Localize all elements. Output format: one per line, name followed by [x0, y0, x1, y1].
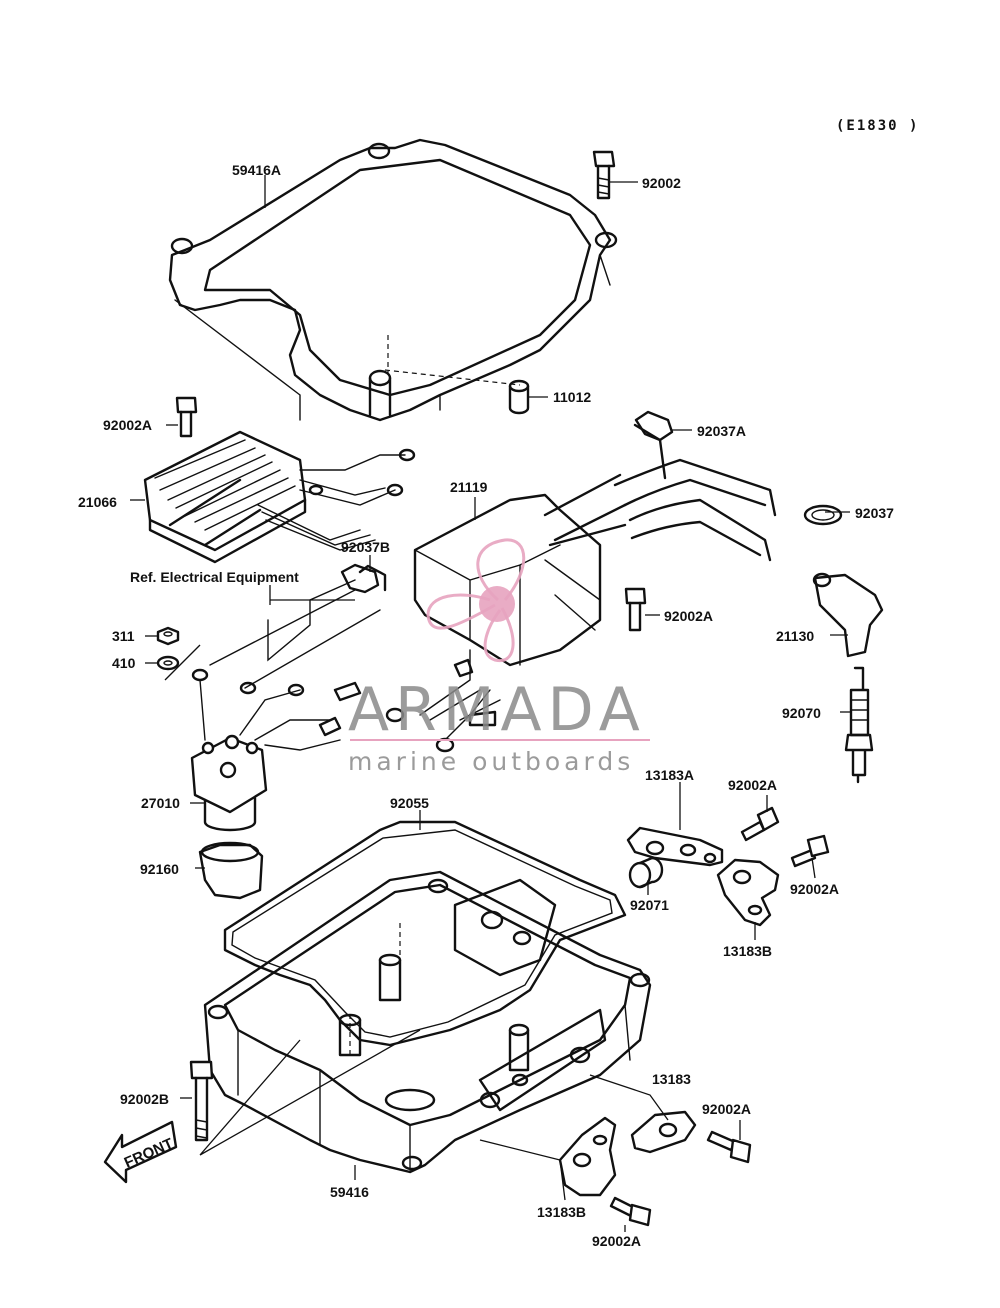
lower-case-59416: [203, 870, 652, 1174]
bolt-92002B: [189, 1060, 214, 1142]
gasket-92055: [223, 820, 627, 1047]
label-13183B-1: 13183B: [723, 943, 772, 959]
label-92037A: 92037A: [697, 423, 746, 439]
plug-cap-21130: [812, 572, 884, 658]
label-311: 311: [112, 628, 135, 644]
label-92002A-1: 92002A: [103, 417, 152, 433]
diagram-code: (E1830 ): [836, 118, 919, 134]
label-21130: 21130: [776, 628, 814, 644]
cover-59416A: [168, 138, 618, 422]
label-92002A-4: 92002A: [790, 881, 839, 897]
label-410: 410: [112, 655, 136, 671]
washer-410: [156, 655, 180, 671]
label-92002A-6: 92002A: [592, 1233, 641, 1249]
clip-92037A: [634, 410, 674, 442]
clip-92037B: [340, 563, 387, 594]
label-21119: 21119: [450, 479, 488, 495]
plate-13183B-upper: [716, 858, 780, 927]
armada-watermark: ARMADA marine outboards: [348, 538, 650, 776]
label-13183: 13183: [652, 1071, 691, 1087]
boot-92160: [198, 841, 264, 900]
label-92055: 92055: [390, 795, 429, 811]
label-92002A-5: 92002A: [702, 1101, 751, 1117]
relay-wiring: [191, 579, 501, 753]
label-11012: 11012: [553, 389, 591, 405]
label-21066: 21066: [78, 494, 117, 510]
label-92037: 92037: [855, 505, 894, 521]
plate-13183A: [626, 826, 724, 867]
watermark-name: ARMADA: [348, 675, 646, 745]
bolt-92002A-plate-a: [740, 806, 780, 842]
label-92002B: 92002B: [120, 1091, 169, 1107]
label-59416: 59416: [330, 1184, 369, 1200]
bolt-92002A-plate-13183: [706, 1130, 752, 1164]
ignition-coil-21119: [413, 473, 627, 667]
part-labels: 59416A 92002 11012 92002A 21066 92037A 2…: [78, 162, 894, 1249]
label-92002A-2: 92002A: [664, 608, 713, 624]
bolt-92002: [592, 150, 616, 200]
front-arrow: FRONT: [103, 1120, 178, 1184]
leader-lines: [130, 175, 851, 1232]
regulator-21066: [143, 430, 416, 564]
nut-311: [156, 626, 180, 646]
label-27010: 27010: [141, 795, 180, 811]
label-92002: 92002: [642, 175, 681, 191]
high-tension-leads: [613, 423, 777, 562]
label-13183A: 13183A: [645, 767, 694, 783]
label-92070: 92070: [782, 705, 821, 721]
starter-relay-27010: [190, 734, 268, 832]
grommet-92071: [628, 856, 664, 889]
bolt-92002A-coil: [624, 587, 647, 632]
label-92160: 92160: [140, 861, 179, 877]
label-92002A-3: 92002A: [728, 777, 777, 793]
bolt-92002A-bottom: [609, 1196, 652, 1227]
label-59416A: 59416A: [232, 162, 281, 178]
plate-13183: [630, 1110, 697, 1154]
ref-electrical-equipment: Ref. Electrical Equipment: [130, 569, 299, 585]
clip-92037: [803, 504, 843, 526]
spark-plug-92070: [844, 666, 874, 784]
propeller-logo-icon: [426, 538, 526, 663]
label-92037B: 92037B: [341, 539, 390, 555]
collar-11012: [508, 379, 530, 415]
plate-13183B-lower: [558, 1116, 617, 1197]
front-label: FRONT: [122, 1135, 176, 1172]
watermark-tagline: marine outboards: [348, 747, 634, 776]
label-13183B-2: 13183B: [537, 1204, 586, 1220]
label-92071: 92071: [630, 897, 669, 913]
bolt-92002A-right: [790, 834, 830, 868]
bolt-92002A-regulator: [175, 396, 198, 438]
